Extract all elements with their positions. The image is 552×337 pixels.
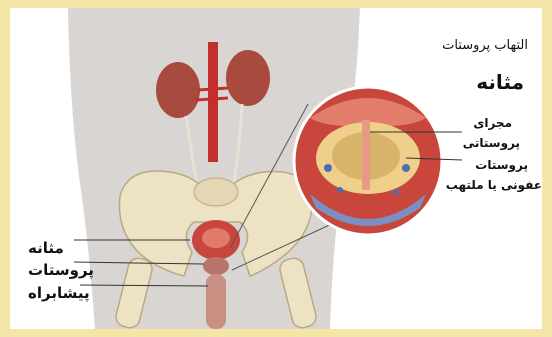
small-prostate xyxy=(203,257,229,275)
left-label-urethra: پیشابراه xyxy=(28,284,90,302)
left-kidney xyxy=(156,62,200,118)
left-label-prostate: پروستات xyxy=(28,261,94,279)
sacrum xyxy=(194,178,238,206)
diagram-title: التهاب پروستات xyxy=(442,38,528,53)
zoom-label-prostatic: پروستاتی xyxy=(463,136,520,150)
zoom-nerve-4 xyxy=(393,189,399,195)
zoom-label-bladder: مثانه xyxy=(476,70,524,94)
illustration-panel: التهاب پروستات مثانه مجرای پروستاتی پروس… xyxy=(10,8,542,329)
zoom-nerve-3 xyxy=(337,187,343,193)
small-urethra xyxy=(206,274,226,329)
right-kidney xyxy=(226,50,270,106)
zoom-label-infected: عفونی یا ملتهب xyxy=(446,178,542,192)
zoom-nerve-2 xyxy=(402,164,410,172)
zoom-label-prostate: پروستات xyxy=(475,158,528,172)
anatomy-illustration xyxy=(10,8,542,329)
left-label-bladder: مثانه xyxy=(28,239,64,257)
zoom-urethra xyxy=(362,120,370,190)
aorta xyxy=(208,42,218,162)
zoom-nerve-1 xyxy=(324,164,332,172)
zoom-label-urethra: مجرای xyxy=(473,116,512,130)
small-bladder-inner xyxy=(202,228,230,248)
